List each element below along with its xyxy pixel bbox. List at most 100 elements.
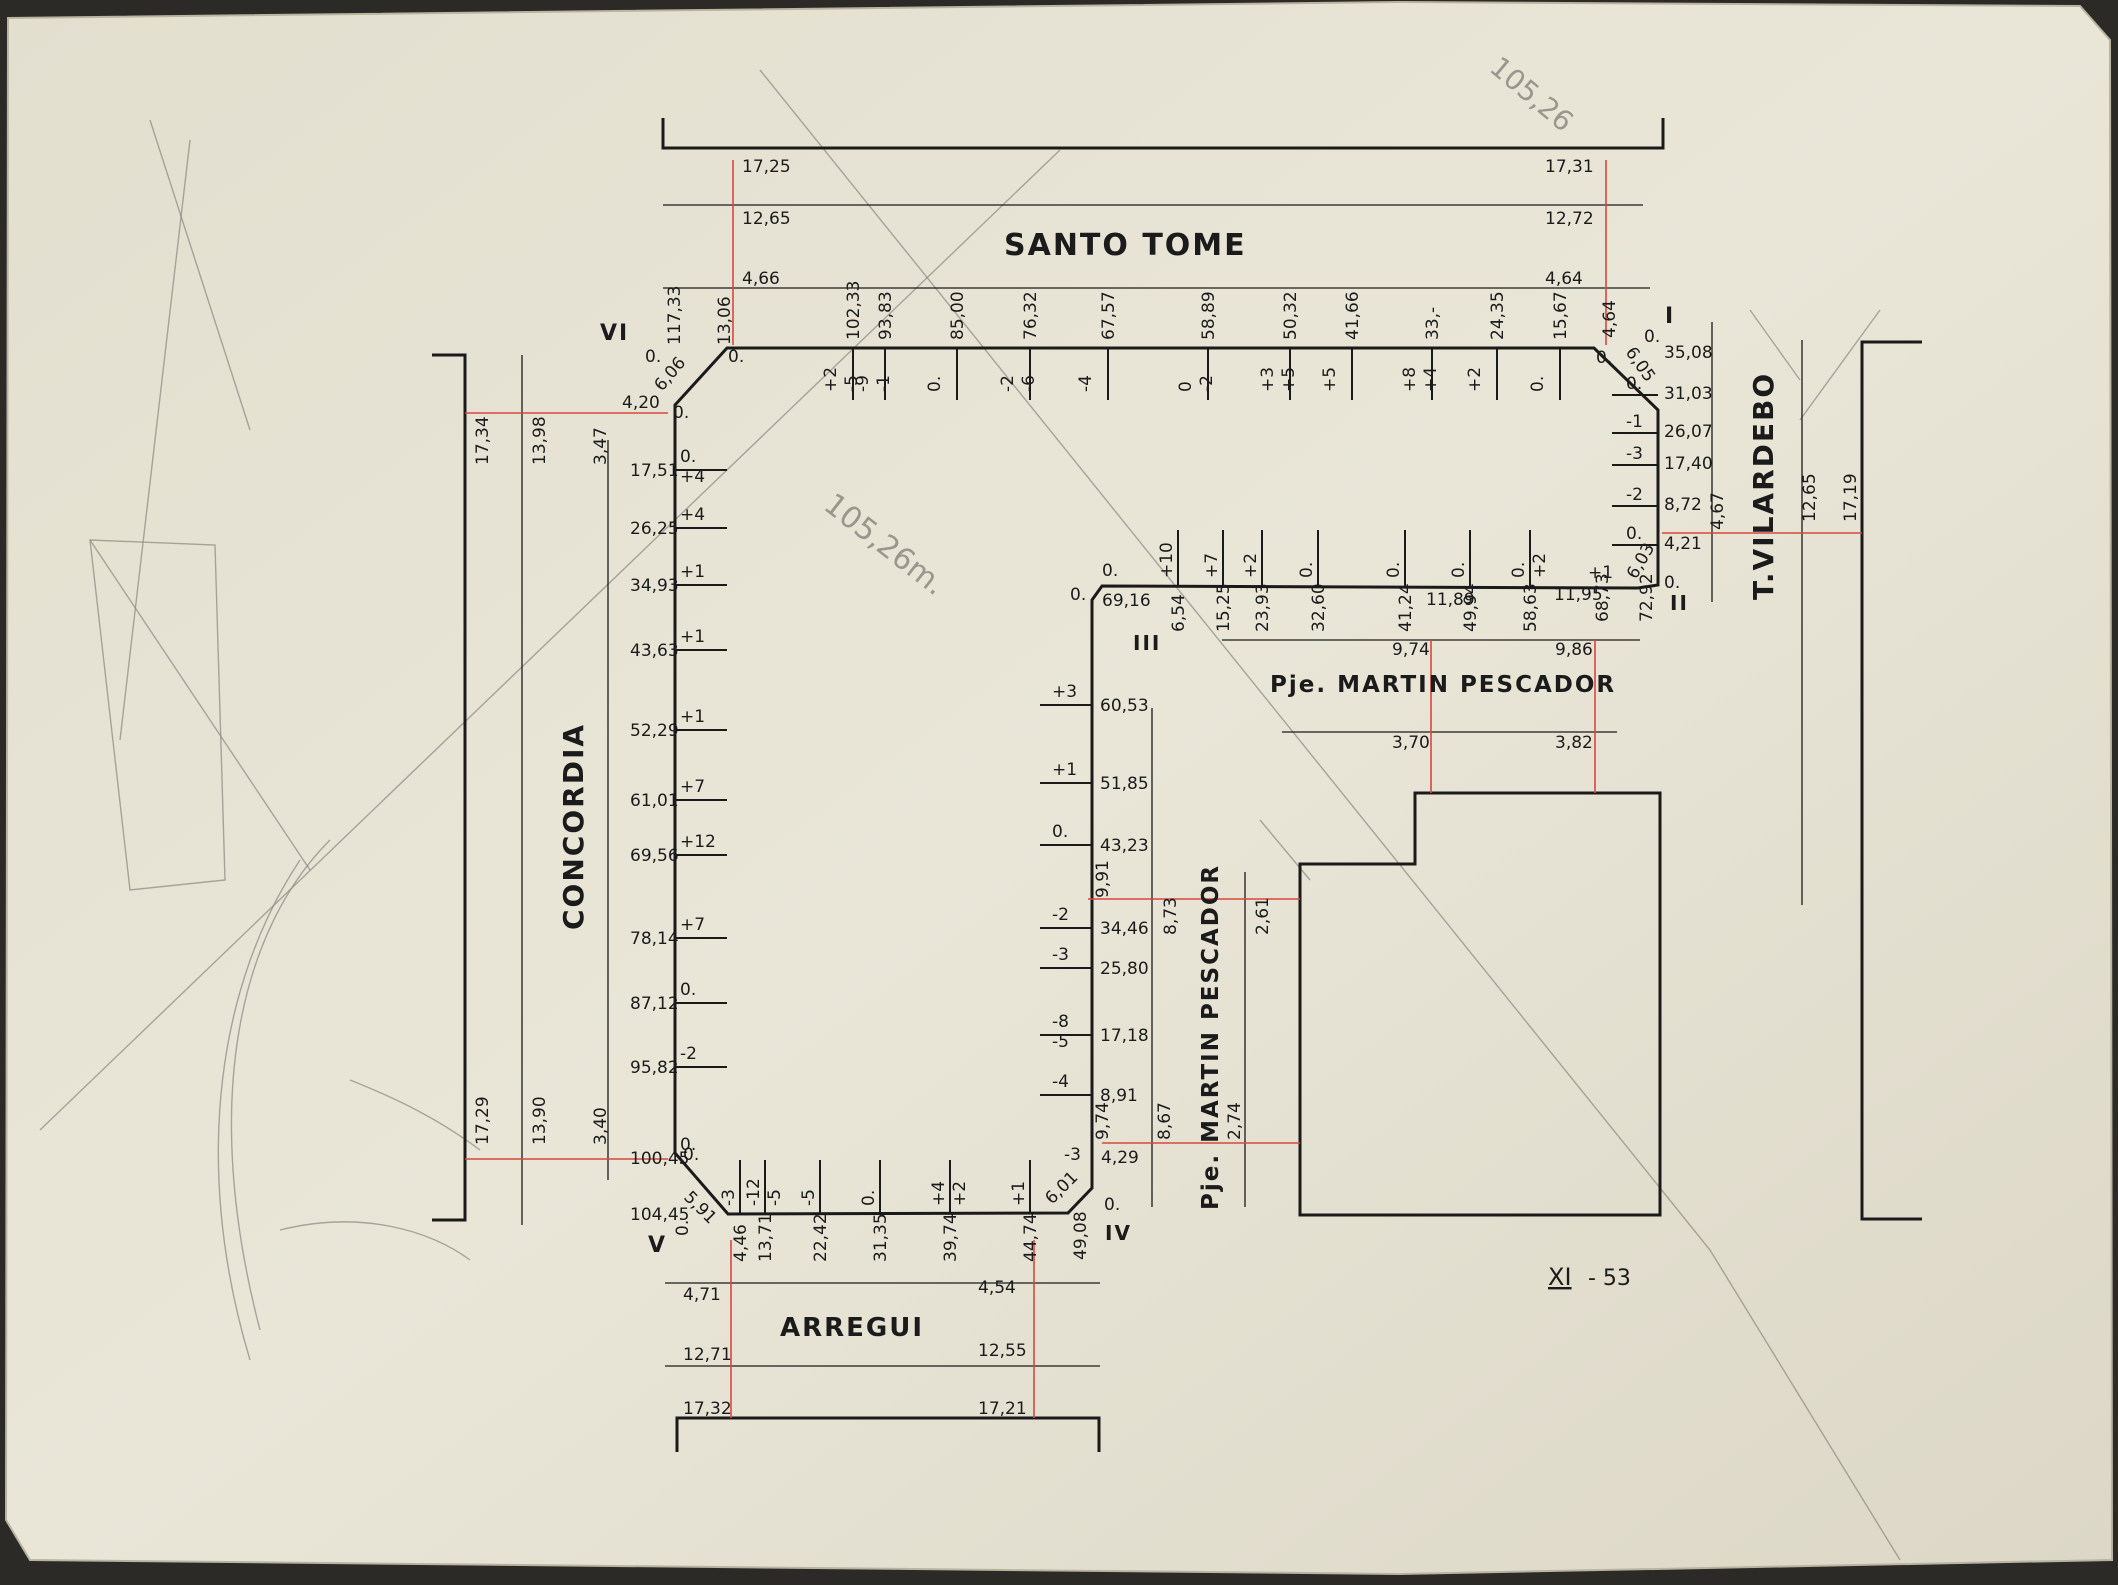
inner-v-offset: +3 xyxy=(1052,682,1077,702)
inner-h-station: 41,24 xyxy=(1396,583,1416,632)
ii-bottom: 72,92 xyxy=(1637,573,1657,622)
west-station: 17,51 xyxy=(630,461,679,481)
dim-west-t1: 17,34 xyxy=(473,416,493,465)
dim-east-e3: 17,19 xyxy=(1841,473,1861,522)
north-offset: +2 xyxy=(1465,367,1485,392)
dim-passage-g: 8,67 xyxy=(1155,1102,1175,1140)
west-offset: +1 xyxy=(680,562,705,582)
west-station: 100,45 xyxy=(630,1149,689,1169)
paper xyxy=(4,0,2114,1576)
iv-zero: 0. xyxy=(1104,1195,1120,1215)
dim-passage-d: 3,82 xyxy=(1555,733,1593,753)
north-station: 41,66 xyxy=(1343,291,1363,340)
west-offset: +4 xyxy=(680,467,705,487)
north-offset: +3 xyxy=(1258,367,1278,392)
inner-h-station: 23,93 xyxy=(1253,583,1273,632)
dim-passage-h: 2,74 xyxy=(1225,1102,1245,1140)
east-offset: -3 xyxy=(1626,444,1643,464)
inner-v-station: 17,18 xyxy=(1100,1026,1149,1046)
dim-north-r2: 12,72 xyxy=(1545,209,1594,229)
dim-north-l2: 12,65 xyxy=(742,209,791,229)
inner-v-station: 51,85 xyxy=(1100,774,1149,794)
inner-v-offset: +1 xyxy=(1052,760,1077,780)
dim-south-l3: 17,32 xyxy=(683,1399,732,1419)
vi-left: 117,33 xyxy=(665,286,685,345)
pencil-sketch xyxy=(39,69,1901,1561)
sheet-code: XI xyxy=(1548,1263,1572,1291)
inner-h-offset: +7 xyxy=(1202,553,1222,578)
i-zero-a: 0. xyxy=(1596,348,1612,368)
inner-h-extra-b: 11,95 xyxy=(1554,585,1603,605)
v-zero-a: 0. xyxy=(683,1145,699,1165)
dim-east-e1: 4,67 xyxy=(1708,492,1728,530)
north-offset: +5 xyxy=(1320,367,1340,392)
dim-east-e2: 12,65 xyxy=(1800,473,1820,522)
west-offset: +1 xyxy=(680,627,705,647)
north-offset: +4 xyxy=(1421,367,1441,392)
i-right: 35,08 xyxy=(1664,343,1713,363)
vertex-vi: VI xyxy=(600,321,629,346)
dim-passage-f: 2,61 xyxy=(1253,897,1273,935)
dim-west-b2: 13,90 xyxy=(530,1096,550,1145)
north-offset: -5 xyxy=(842,375,862,392)
north-offset: +8 xyxy=(1400,367,1420,392)
dim-west-t2: 13,98 xyxy=(530,416,550,465)
inner-h-station: 49,94 xyxy=(1461,583,1481,632)
north-station: 24,35 xyxy=(1488,291,1508,340)
inner-v-extra-a: 9,91 xyxy=(1093,860,1113,898)
inner-v-station: 60,53 xyxy=(1100,696,1149,716)
north-offset: -2 xyxy=(998,375,1018,392)
inner-v-station: 34,46 xyxy=(1100,919,1149,939)
dim-west-b3: 3,40 xyxy=(591,1107,611,1145)
east-station: 4,21 xyxy=(1664,534,1702,554)
inner-h-offset: +10 xyxy=(1157,542,1177,578)
south-station: 13,71 xyxy=(756,1213,776,1262)
street-frames xyxy=(432,118,1922,1452)
inner-h-offset: 0. xyxy=(1509,562,1529,578)
east-offset: -1 xyxy=(1626,412,1643,432)
inner-v-offset: -5 xyxy=(1052,1032,1069,1052)
iv-side: 4,29 xyxy=(1101,1148,1139,1168)
north-station: 50,32 xyxy=(1281,291,1301,340)
north-station: 93,83 xyxy=(876,291,896,340)
dim-south-l2: 12,71 xyxy=(683,1345,732,1365)
west-station: 78,14 xyxy=(630,929,679,949)
east-station: 31,03 xyxy=(1664,384,1713,404)
north-station: 15,67 xyxy=(1551,291,1571,340)
vi-zero-b: 0. xyxy=(728,347,744,367)
east-offset: 0. xyxy=(1626,374,1642,394)
dim-north-r1: 17,31 xyxy=(1545,157,1594,177)
north-offset: -6 xyxy=(1019,375,1039,392)
south-offset: -3 xyxy=(719,1189,739,1206)
iii-zero-b: 0. xyxy=(1102,561,1118,581)
north-offset: 0 xyxy=(1176,381,1196,392)
west-offset: -2 xyxy=(680,1044,697,1064)
west-offset: +4 xyxy=(680,505,705,525)
ii-left: 68,73 xyxy=(1593,573,1613,622)
vertex-ii: II xyxy=(1670,591,1689,615)
dim-south-r1: 4,54 xyxy=(978,1278,1016,1298)
west-station: 61,01 xyxy=(630,791,679,811)
west-station: 34,93 xyxy=(630,576,679,596)
dim-north-l3: 4,66 xyxy=(742,269,780,289)
north-offset: -1 xyxy=(874,375,894,392)
iv-corner: 49,08 xyxy=(1071,1211,1091,1260)
inner-h-extra-a: 11,89 xyxy=(1426,590,1475,610)
neighbour-building xyxy=(1298,791,1662,1217)
iv-offset: -3 xyxy=(1064,1145,1081,1165)
west-offset: +7 xyxy=(680,915,705,935)
dim-west-b1: 17,29 xyxy=(473,1096,493,1145)
inner-h-station: 58,63 xyxy=(1521,583,1541,632)
street-east: T.VILARDEBO xyxy=(1747,372,1780,600)
red-measure-lines xyxy=(465,160,1862,1418)
east-station: 8,72 xyxy=(1664,495,1702,515)
west-offset: +7 xyxy=(680,777,705,797)
dim-passage-a: 9,74 xyxy=(1392,640,1430,660)
south-offset: -5 xyxy=(799,1189,819,1206)
inner-v-offset: -2 xyxy=(1052,905,1069,925)
north-offset: 0. xyxy=(1528,376,1548,392)
north-station: 85,00 xyxy=(948,291,968,340)
v-corner: 104,45 xyxy=(630,1205,689,1225)
dim-north-r3: 4,64 xyxy=(1545,269,1583,289)
